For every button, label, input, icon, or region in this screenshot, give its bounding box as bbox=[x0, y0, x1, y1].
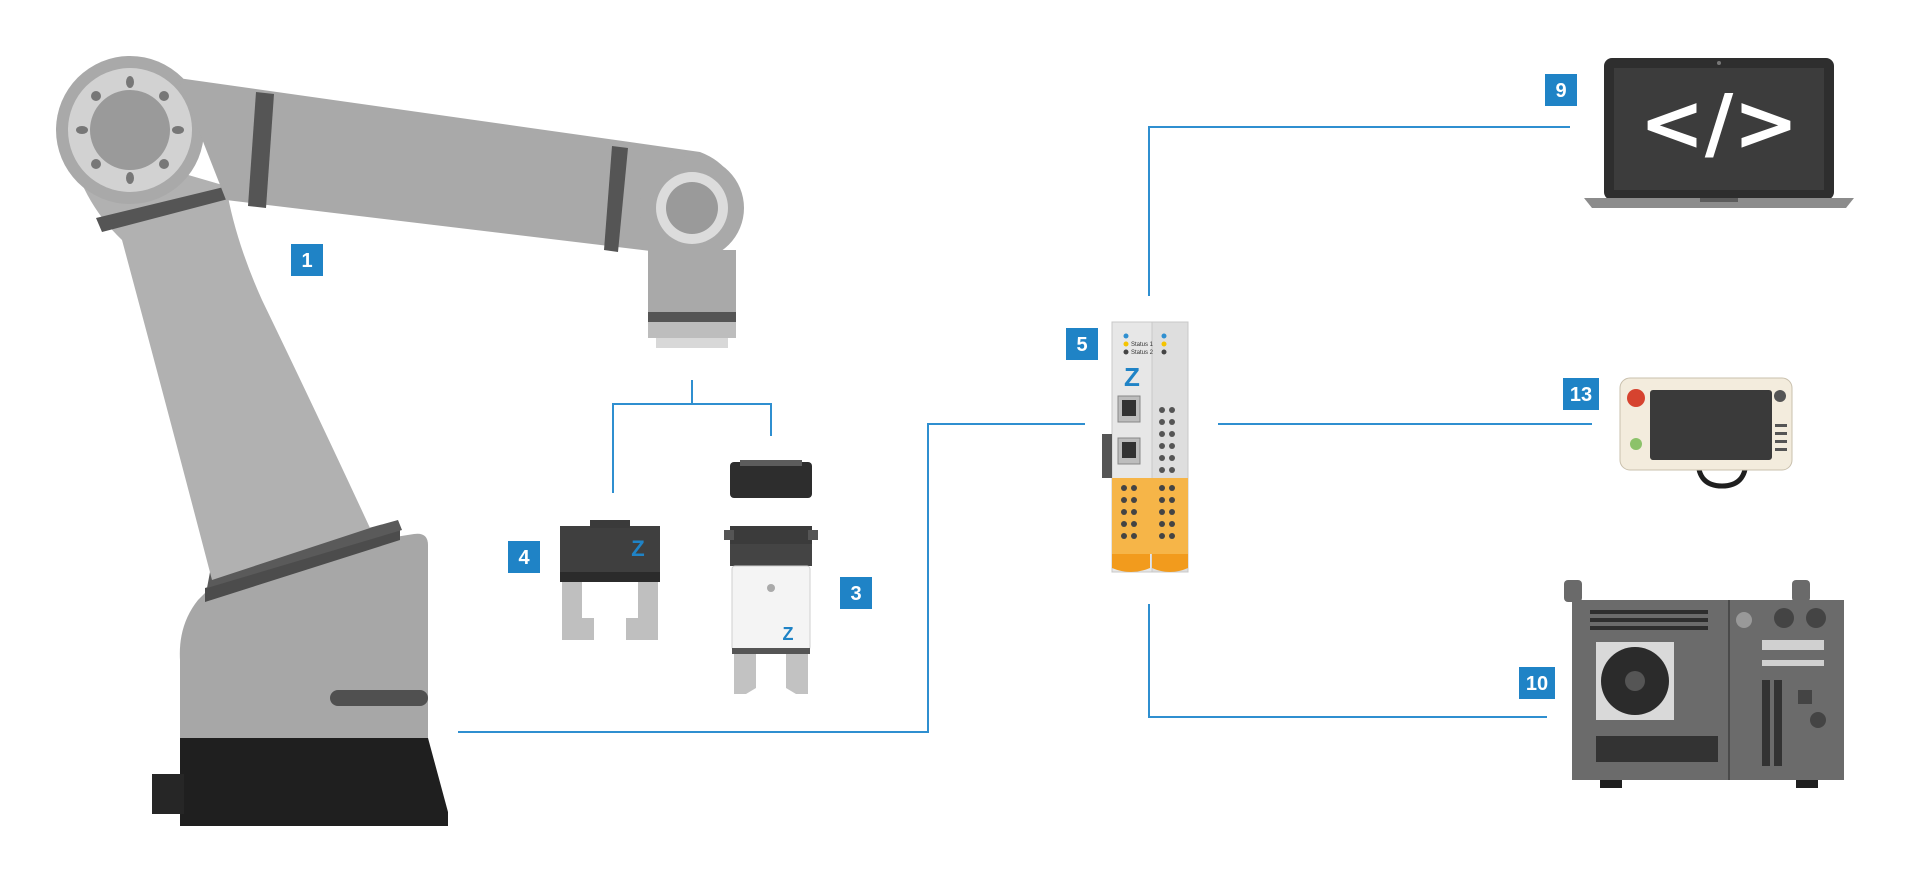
laptop-code-icon: </> bbox=[1584, 58, 1854, 208]
wire-flange-to-grippers bbox=[612, 380, 693, 493]
brand-logo-icon: Z bbox=[631, 536, 644, 561]
badge-teach-pendant-label: 13 bbox=[1570, 384, 1592, 406]
code-glyph-icon: </> bbox=[1639, 79, 1798, 169]
controller-cabinet-icon bbox=[1564, 580, 1844, 788]
io-module-icon: Status 1 Status 2 Z bbox=[1102, 321, 1189, 573]
badge-teach-pendant: 13 bbox=[1563, 378, 1599, 410]
status-2-label: Status 2 bbox=[1131, 350, 1154, 356]
teach-pendant-icon bbox=[1619, 377, 1793, 489]
wire-io-to-controller bbox=[1148, 604, 1547, 718]
gripper-dark-icon: Z bbox=[560, 520, 660, 640]
badge-io-module: 5 bbox=[1066, 328, 1098, 360]
badge-gripper-dark: 4 bbox=[508, 541, 540, 573]
badge-robot-label: 1 bbox=[301, 250, 312, 272]
badge-controller: 10 bbox=[1519, 667, 1555, 699]
brand-logo-icon: Z bbox=[783, 624, 794, 644]
wire-robot-to-io bbox=[458, 423, 1085, 733]
badge-gripper-white: 3 bbox=[840, 577, 872, 609]
status-1-label: Status 1 bbox=[1131, 342, 1154, 348]
robot-arm-icon bbox=[56, 56, 744, 826]
wire-io-to-laptop bbox=[1148, 126, 1570, 296]
badge-gripper-dark-label: 4 bbox=[518, 547, 530, 569]
badge-controller-label: 10 bbox=[1526, 673, 1548, 695]
connection-lines bbox=[458, 126, 1592, 733]
badge-robot: 1 bbox=[291, 244, 323, 276]
brand-logo-icon: Z bbox=[1124, 362, 1140, 392]
gripper-white-icon: Z bbox=[724, 460, 818, 694]
badge-laptop-label: 9 bbox=[1555, 80, 1566, 102]
badge-laptop: 9 bbox=[1545, 74, 1577, 106]
badge-gripper-white-label: 3 bbox=[850, 583, 861, 605]
badge-io-module-label: 5 bbox=[1076, 334, 1087, 356]
wire-flange-to-gripper-white bbox=[692, 403, 772, 436]
